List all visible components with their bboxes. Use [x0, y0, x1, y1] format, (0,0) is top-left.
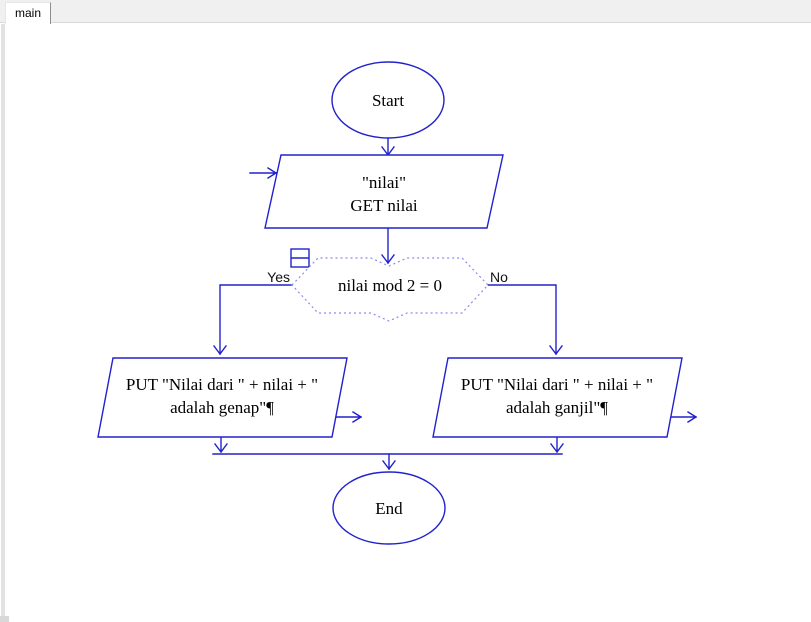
output-genap-line2: adalah genap"¶: [170, 398, 274, 417]
output-genap-line1: PUT "Nilai dari " + nilai + ": [126, 375, 318, 394]
input-text-line1: "nilai": [362, 173, 406, 192]
output-left-arrow-icon: [335, 411, 362, 423]
tab-main-label: main: [15, 5, 42, 20]
canvas-left-gutter: [0, 24, 5, 616]
output-ganjil-line1: PUT "Nilai dari " + nilai + ": [461, 375, 653, 394]
decision-label: nilai mod 2 = 0: [338, 276, 442, 295]
input-arrow-icon: [249, 167, 277, 179]
decision-marker-icon[interactable]: [290, 248, 310, 268]
end-terminal[interactable]: [332, 471, 446, 545]
output-genap-parallelogram[interactable]: [97, 357, 348, 438]
flowline-yes-branch: [213, 284, 293, 355]
start-terminal[interactable]: [331, 61, 445, 139]
output-ganjil-line2: adalah ganjil"¶: [506, 398, 608, 417]
flowline-no-branch: [487, 284, 563, 355]
branch-label-no: No: [490, 269, 508, 285]
canvas-corner: [0, 616, 9, 622]
flowlines: [212, 137, 697, 470]
flowline-input-to-decision: [381, 227, 395, 264]
end-label: End: [375, 499, 403, 518]
tab-bar: main: [0, 0, 811, 24]
input-text-line2: GET nilai: [350, 196, 417, 215]
flowline-start-to-input: [381, 137, 395, 156]
flowline-right-merge: [550, 436, 564, 453]
branch-label-yes: Yes: [267, 269, 290, 285]
flowline-merge-to-end: [382, 453, 396, 470]
input-parallelogram[interactable]: [264, 154, 504, 229]
start-label: Start: [372, 91, 404, 110]
flowline-left-merge: [214, 436, 228, 453]
output-right-arrow-icon: [670, 411, 697, 423]
decision-diamond[interactable]: [291, 257, 489, 322]
tab-main[interactable]: main: [5, 2, 51, 24]
output-ganjil-parallelogram[interactable]: [432, 357, 683, 438]
